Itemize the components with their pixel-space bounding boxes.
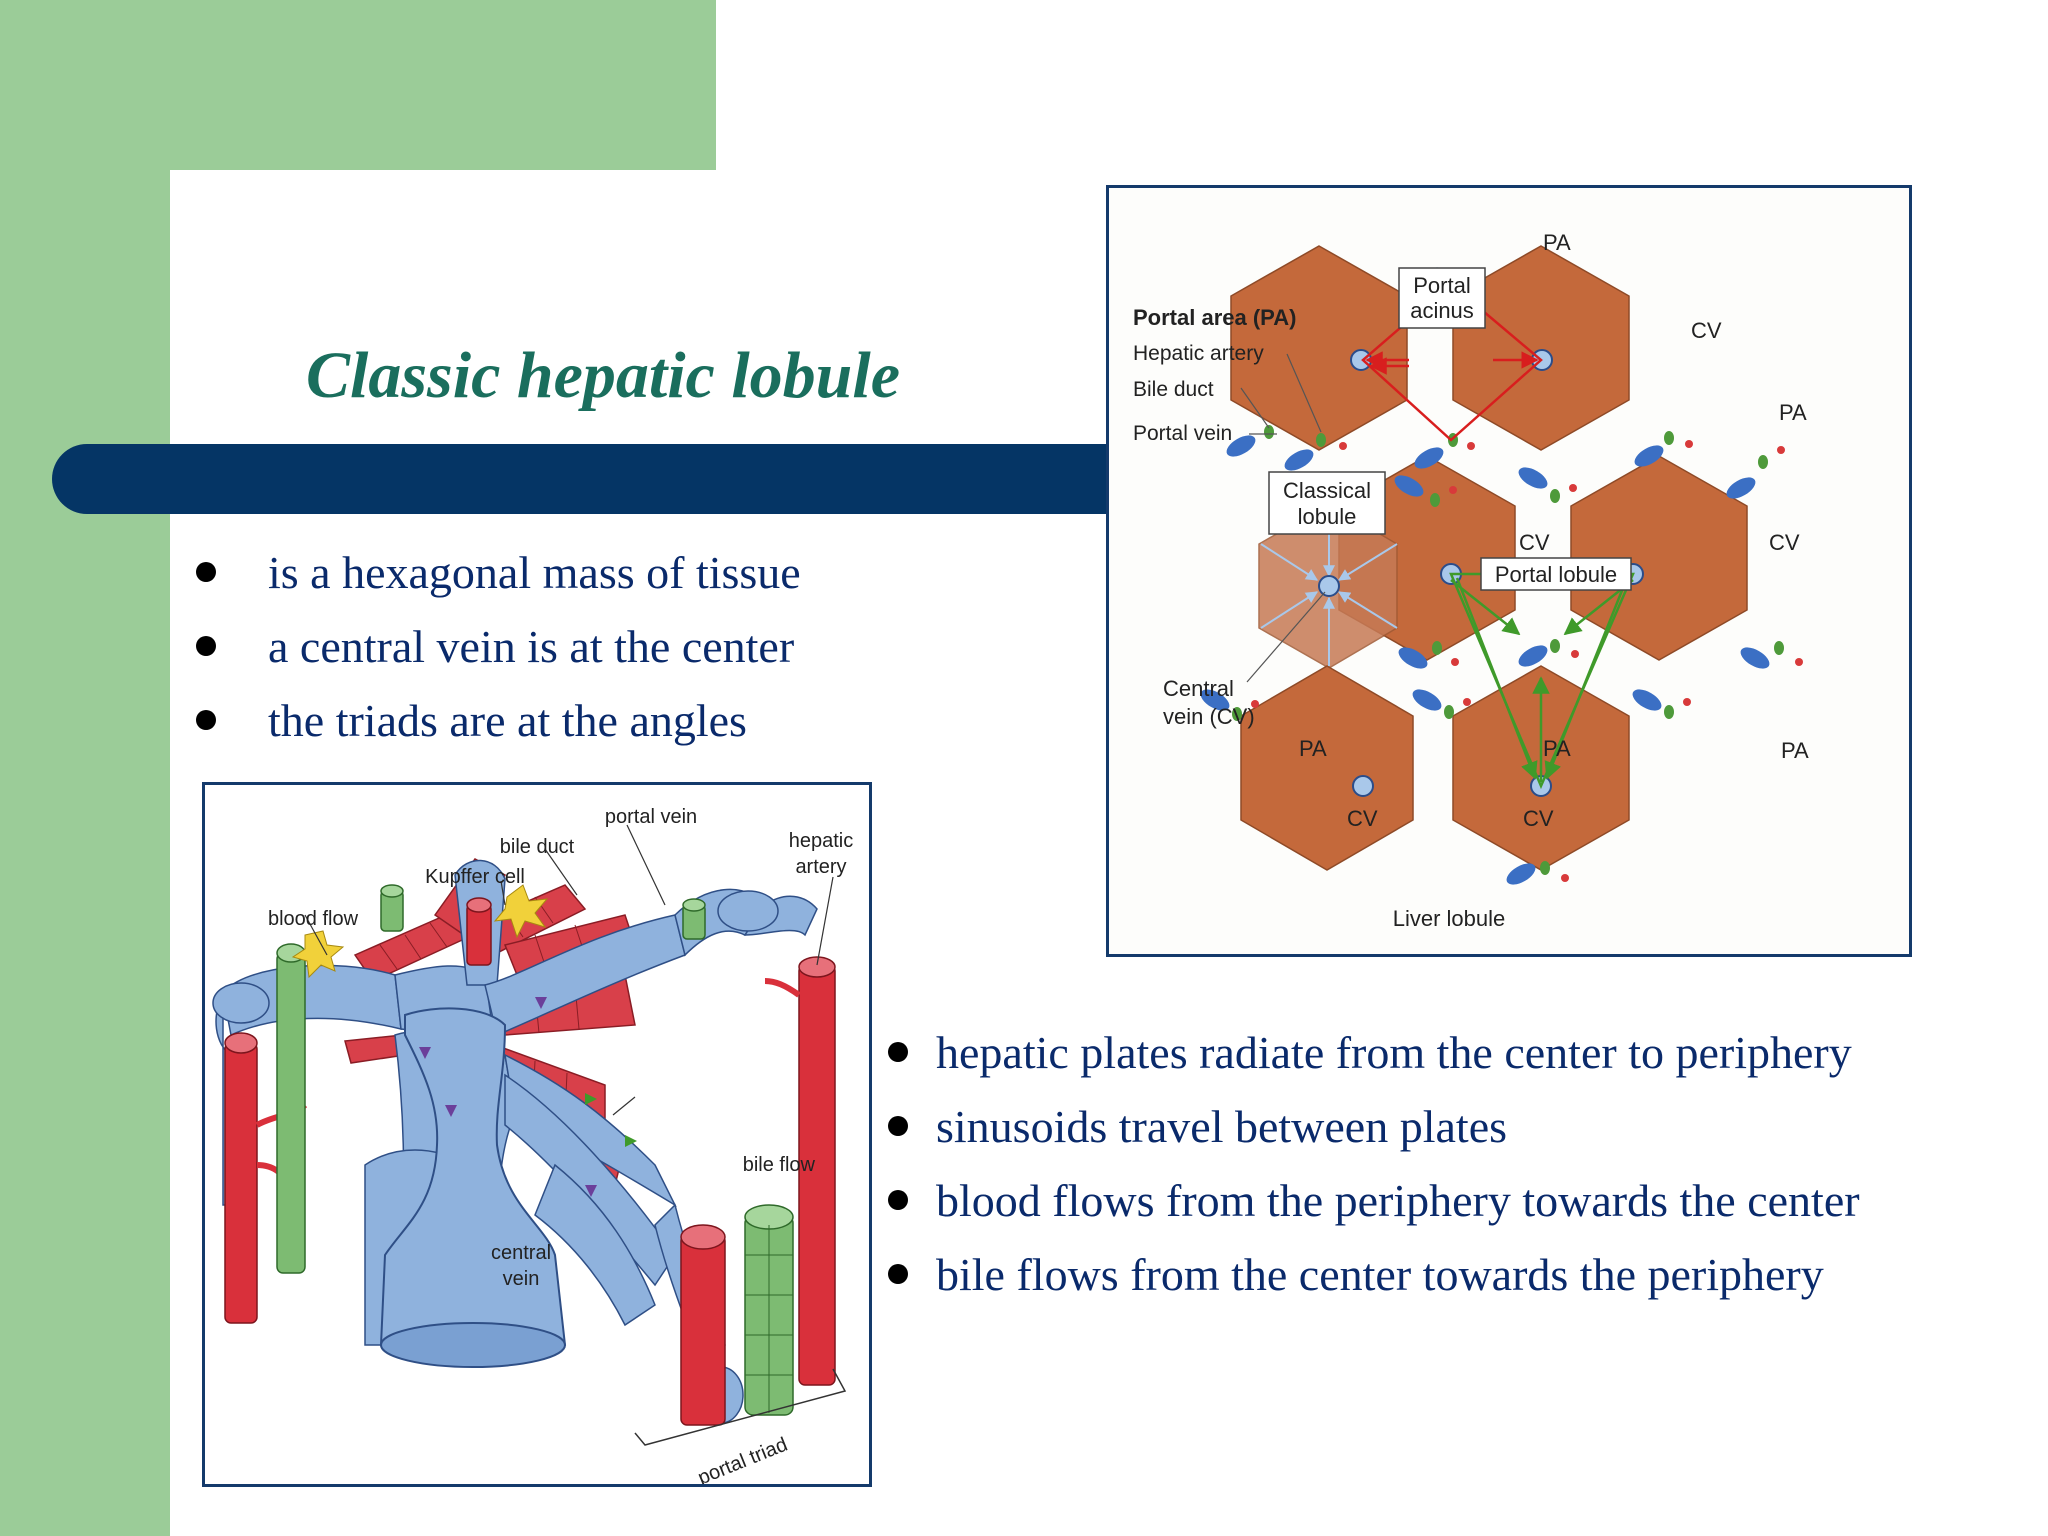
- portal-triad-bracket: [634, 1368, 847, 1446]
- cv-label: CV: [1523, 806, 1554, 831]
- bile-duct-grid-lines: [745, 1225, 793, 1413]
- lobule-3d-svg: portal vein bile duct Kupffer cell hepat…: [212, 806, 854, 1489]
- cv-labels: CV CV CV CV CV: [1347, 318, 1800, 831]
- blood-flow-label: blood flow: [268, 908, 359, 930]
- cv-label: CV: [1347, 806, 1378, 831]
- central-vein-icon: [379, 1007, 567, 1368]
- lobule-3d-figure: portal vein bile duct Kupffer cell hepat…: [202, 782, 872, 1489]
- bullet-dot-icon: [196, 562, 216, 582]
- bullet-item: the triads are at the angles: [196, 690, 801, 764]
- portal-triad-icon: [1284, 433, 1347, 471]
- portal-vein-label: portal vein: [605, 806, 697, 828]
- bullet-item: blood flows from the periphery towards t…: [888, 1168, 1860, 1242]
- portal-lobule-label-box: [1480, 557, 1632, 591]
- central-vein-icon: [1318, 575, 1340, 597]
- central-vein-label: Central: [1163, 676, 1234, 701]
- bullet-list-top: is a hexagonal mass of tissue a central …: [196, 542, 801, 764]
- portal-triad-icon: [1506, 861, 1569, 885]
- classical-lobule-label: lobule: [1298, 504, 1357, 529]
- central-vein-label: vein (CV): [1163, 704, 1255, 729]
- top-green-block: [0, 0, 716, 170]
- bullet-dot-icon: [196, 710, 216, 730]
- cv-label: CV: [1769, 530, 1800, 555]
- bullet-item: is a hexagonal mass of tissue: [196, 542, 801, 616]
- portal-triad-icon: [1394, 475, 1457, 507]
- portal-triad-icon: [1398, 641, 1459, 669]
- portal-triad-icon: [1412, 689, 1471, 719]
- bullet-dot-icon: [888, 1190, 908, 1210]
- portal-triad-icon: [1726, 446, 1785, 499]
- bullet-text: sinusoids travel between plates: [936, 1101, 1508, 1152]
- pa-label: PA: [1543, 736, 1571, 761]
- bile-duct-label: bile duct: [500, 836, 575, 858]
- pa-label: PA: [1779, 400, 1807, 425]
- bullet-text: hepatic plates radiate from the center t…: [936, 1027, 1852, 1078]
- bullet-text: a central vein is at the center: [268, 621, 795, 672]
- portal-triad-icon: [1200, 689, 1259, 721]
- bile-flow-arrows: [585, 1093, 637, 1147]
- bullet-dot-icon: [888, 1264, 908, 1284]
- hexagon-lobule: [1240, 665, 1414, 871]
- cv-label: CV: [1519, 530, 1550, 555]
- bullet-text: blood flows from the periphery towards t…: [936, 1175, 1860, 1226]
- portal-area-label: Portal area (PA): [1133, 305, 1296, 330]
- hepatic-artery-label: artery: [795, 856, 846, 878]
- hepatic-artery-label: hepatic: [789, 830, 854, 852]
- pa-label: PA: [1299, 736, 1327, 761]
- bullet-text: bile flows from the center towards the p…: [936, 1249, 1824, 1300]
- title-underline-bar: [52, 444, 1162, 514]
- bullet-item: a central vein is at the center: [196, 616, 801, 690]
- bullet-dot-icon: [888, 1116, 908, 1136]
- pa-label: PA: [1543, 230, 1571, 255]
- cv-label: CV: [1691, 318, 1722, 343]
- liver-lobule-label: Liver lobule: [1393, 906, 1506, 931]
- bullet-item: bile flows from the center towards the p…: [888, 1242, 1860, 1316]
- central-vein-label: vein: [503, 1268, 540, 1290]
- portal-acinus-arrows: [1361, 282, 1543, 442]
- bullet-item: hepatic plates radiate from the center t…: [888, 1020, 1860, 1094]
- portal-triad-icon: [1518, 467, 1577, 503]
- slide-title: Classic hepatic lobule: [306, 339, 900, 412]
- portal-acinus-label: Portal: [1413, 273, 1470, 298]
- lobule-diagram-figure: Portal acinus Classical lobule Portal lo…: [1106, 185, 1912, 957]
- bullet-dot-icon: [196, 636, 216, 656]
- annotation-leader-lines: [1240, 353, 1326, 683]
- sidebar-green-band: [0, 0, 170, 1536]
- portal-triad-icon: [1634, 431, 1693, 467]
- central-vein-label: central: [491, 1242, 551, 1264]
- portal-triad-icon: [1226, 425, 1274, 457]
- portal-acinus-label-box: [1398, 267, 1486, 329]
- bullet-text: the triads are at the angles: [268, 695, 747, 746]
- central-vein-icon: [1352, 775, 1374, 797]
- flow-arrows: [419, 997, 597, 1197]
- bullet-dot-icon: [888, 1042, 908, 1062]
- bile-flow-label: bile flow: [743, 1154, 816, 1176]
- bullet-item: sinusoids travel between plates: [888, 1094, 1860, 1168]
- kupffer-cell-label: Kupffer cell: [425, 866, 525, 888]
- bullet-list-bottom: hepatic plates radiate from the center t…: [888, 1020, 1860, 1316]
- pa-labels: PA PA PA PA PA: [1299, 230, 1809, 763]
- kupffer-cell-icons: [291, 884, 549, 979]
- bile-duct-label: Bile duct: [1133, 378, 1214, 401]
- bullet-text: is a hexagonal mass of tissue: [268, 547, 801, 598]
- pa-label: PA: [1781, 738, 1809, 763]
- hepatic-artery-label: Hepatic artery: [1133, 342, 1264, 365]
- 3d-annotation-leader-lines: [304, 824, 834, 1116]
- portal-triad-label: portal triad: [695, 1434, 791, 1484]
- classical-lobule-label: Classical: [1283, 478, 1371, 503]
- portal-triad-icon: [1740, 641, 1803, 669]
- portal-triad-icon: [1632, 689, 1691, 719]
- portal-acinus-label: acinus: [1410, 298, 1474, 323]
- portal-lobule-label: Portal lobule: [1495, 562, 1617, 587]
- classical-lobule-label-box: [1268, 471, 1386, 535]
- portal-vein-label: Portal vein: [1133, 422, 1232, 445]
- portal-triad-icon: [1518, 639, 1579, 667]
- lobule-diagram-svg: Portal acinus Classical lobule Portal lo…: [1133, 230, 1809, 931]
- hepatic-artery-tubes: [224, 897, 836, 1426]
